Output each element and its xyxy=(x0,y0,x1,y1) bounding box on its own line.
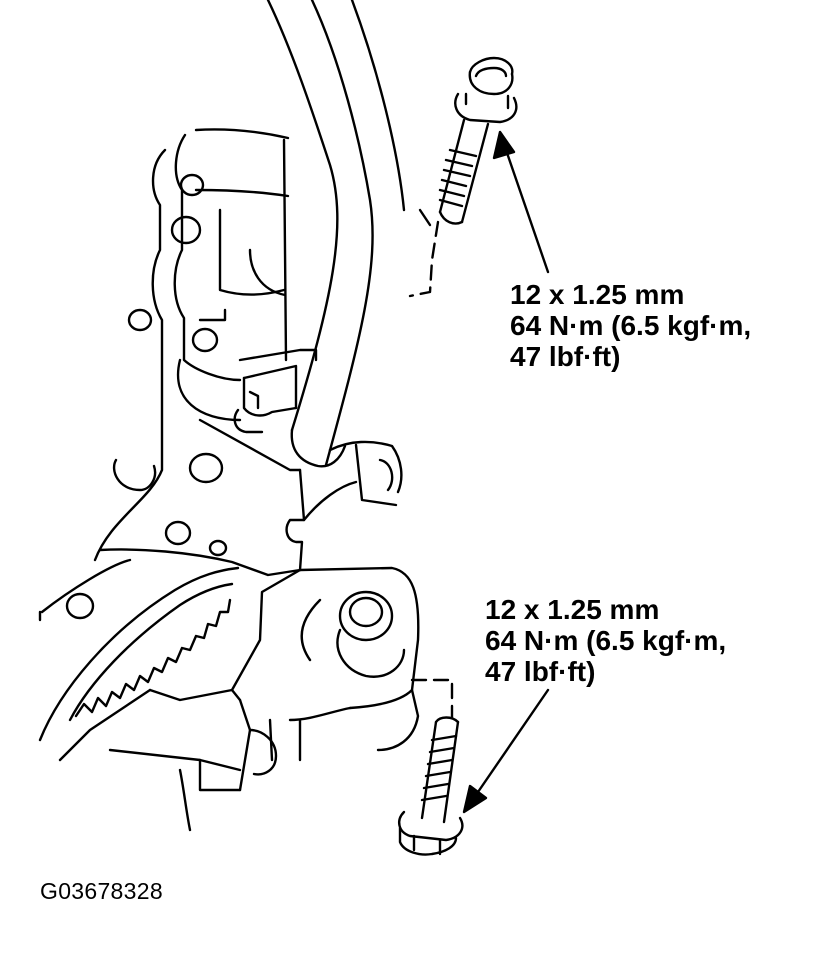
lower-mount-frame xyxy=(108,568,420,832)
upper-bolt-torque-imperial: 47 lbf·ft) xyxy=(510,341,621,372)
lower-arrow-icon xyxy=(462,688,550,814)
upper-bolt-torque-metric: 64 N·m (6.5 kgf·m, xyxy=(510,310,752,341)
lower-bolt-torque-metric: 64 N·m (6.5 kgf·m, xyxy=(485,625,727,656)
lower-bolt-torque-imperial: 47 lbf·ft) xyxy=(485,656,596,687)
lower-bolt-icon xyxy=(398,716,464,856)
transmission-housing xyxy=(40,440,420,710)
lower-bolt-torque-callout: 12 x 1.25 mm 64 N·m (6.5 kgf·m, 47 lbf·f… xyxy=(485,594,726,687)
upper-bolt-torque-callout: 12 x 1.25 mm 64 N·m (6.5 kgf·m, 47 lbf·f… xyxy=(510,279,751,372)
flywheel-ring-gear xyxy=(38,566,240,762)
lower-bolt-size: 12 x 1.25 mm xyxy=(485,594,660,625)
upper-alignment-line xyxy=(408,220,440,298)
mount-bracket xyxy=(177,348,318,472)
lower-alignment-line xyxy=(410,678,454,720)
figure-id: G03678328 xyxy=(40,878,163,904)
upper-arrow-icon xyxy=(492,130,550,274)
upper-bolt-size: 12 x 1.25 mm xyxy=(510,279,685,310)
engine-housing-upper xyxy=(93,128,290,562)
hose-pipe xyxy=(266,0,432,468)
upper-bolt-icon xyxy=(438,56,518,225)
